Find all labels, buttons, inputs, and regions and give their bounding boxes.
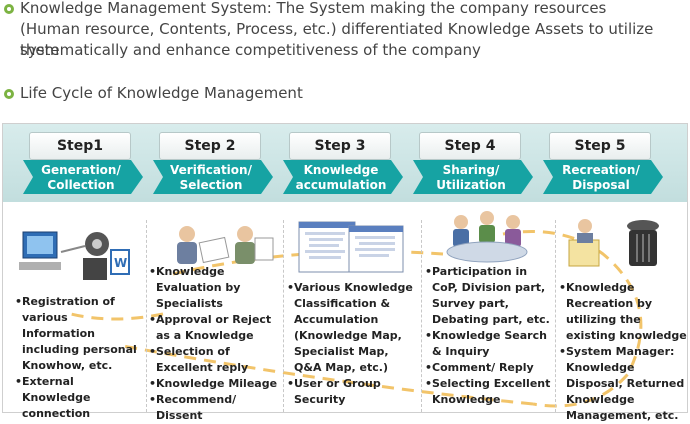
step-3-description: Various Knowledge Classification & Accum… <box>287 280 417 408</box>
step-4: Step 4 Sharing/ Utilization <box>413 132 533 194</box>
step-2-item: Approval or Reject as a Knowledge <box>149 312 281 344</box>
step-1-subtitle-text: Generation/ Collection <box>41 163 121 192</box>
intro-line-2: (Human resource, Contents, Process, etc.… <box>20 20 654 59</box>
step-4-arrow-shape <box>413 160 533 194</box>
step-4-subtitle-text: Sharing/ Utilization <box>436 163 506 192</box>
step-3-arrow-shape <box>283 160 403 194</box>
step-2-item: Selection of Excellent reply <box>149 344 281 376</box>
step-2-description: Knowledge Evaluation by Specialists Appr… <box>149 264 281 424</box>
step-3-subtitle: Knowledge accumulation <box>287 162 395 194</box>
section-title: Life Cycle of Knowledge Management <box>20 84 303 102</box>
step-5: Step 5 Recreation/ Disposal <box>543 132 663 194</box>
step-4-subtitle: Sharing/ Utilization <box>417 162 525 194</box>
step-5-item: System Manager: Knowledge Disposal, Retu… <box>559 344 687 424</box>
step-1-label: Step1 <box>29 132 131 160</box>
evaluation-people-icon <box>177 226 274 264</box>
step-4-label: Step 4 <box>419 132 521 160</box>
step-2-subtitle-text: Verification/ Selection <box>170 163 252 192</box>
column-separator <box>421 220 422 412</box>
intro-bullet-icon <box>4 4 14 14</box>
step-4-item: Participation in CoP, Division part, Sur… <box>425 264 553 328</box>
svg-text:W: W <box>114 256 127 270</box>
step-2-item: Recommend/ Dissent <box>149 392 281 424</box>
step-4-item: Selecting Excellent Knowledge <box>425 376 553 408</box>
step-5-item: Knowledge Recreation by utilizing the ex… <box>559 280 687 344</box>
column-separator <box>555 220 556 412</box>
lifecycle-diagram: Step1 Generation/ Collection Step 2 Veri… <box>2 123 688 422</box>
section-bullet-icon <box>4 89 14 99</box>
column-separator <box>283 220 284 412</box>
column-separator <box>146 220 147 412</box>
step-1-item: Registration of various Information incl… <box>15 294 141 374</box>
step-2-label: Step 2 <box>159 132 261 160</box>
step-4-item: Knowledge Search & Inquiry <box>425 328 553 360</box>
step-5-subtitle-text: Recreation/ Disposal <box>562 163 640 192</box>
step-1-arrow-shape <box>23 160 143 194</box>
intro-line-1: Knowledge Management System: The System … <box>20 0 607 17</box>
step-3-label: Step 3 <box>289 132 391 160</box>
step-1-description: Registration of various Information incl… <box>15 294 141 422</box>
computer-network-icon: W <box>19 231 130 280</box>
step-1: Step1 Generation/ Collection <box>23 132 143 194</box>
intro-line-3: systematically and enhance competitivene… <box>20 41 481 59</box>
step-2-arrow-shape <box>153 160 273 194</box>
step-1-item: External Knowledge connection <box>15 374 141 422</box>
step-3-item: Various Knowledge Classification & Accum… <box>287 280 417 376</box>
step-5-description: Knowledge Recreation by utilizing the ex… <box>559 280 687 424</box>
step-3-item: User or Group Security <box>287 376 417 408</box>
step-5-subtitle: Recreation/ Disposal <box>547 162 655 194</box>
step-3-subtitle-text: Knowledge accumulation <box>295 163 387 192</box>
step-3: Step 3 Knowledge accumulation <box>283 132 403 194</box>
step-2: Step 2 Verification/ Selection <box>153 132 273 194</box>
meeting-people-icon <box>446 211 528 263</box>
step-2-item: Knowledge Evaluation by Specialists <box>149 264 281 312</box>
step-5-arrow-shape <box>543 160 663 194</box>
step-1-subtitle: Generation/ Collection <box>27 162 135 194</box>
trash-can-icon <box>568 219 659 267</box>
step-2-subtitle: Verification/ Selection <box>157 162 265 194</box>
step-5-label: Step 5 <box>549 132 651 160</box>
knowledge-tree-window-icon <box>298 221 404 273</box>
step-2-item: Knowledge Mileage <box>149 376 281 392</box>
step-4-item: Comment/ Reply <box>425 360 553 376</box>
step-4-description: Participation in CoP, Division part, Sur… <box>425 264 553 408</box>
